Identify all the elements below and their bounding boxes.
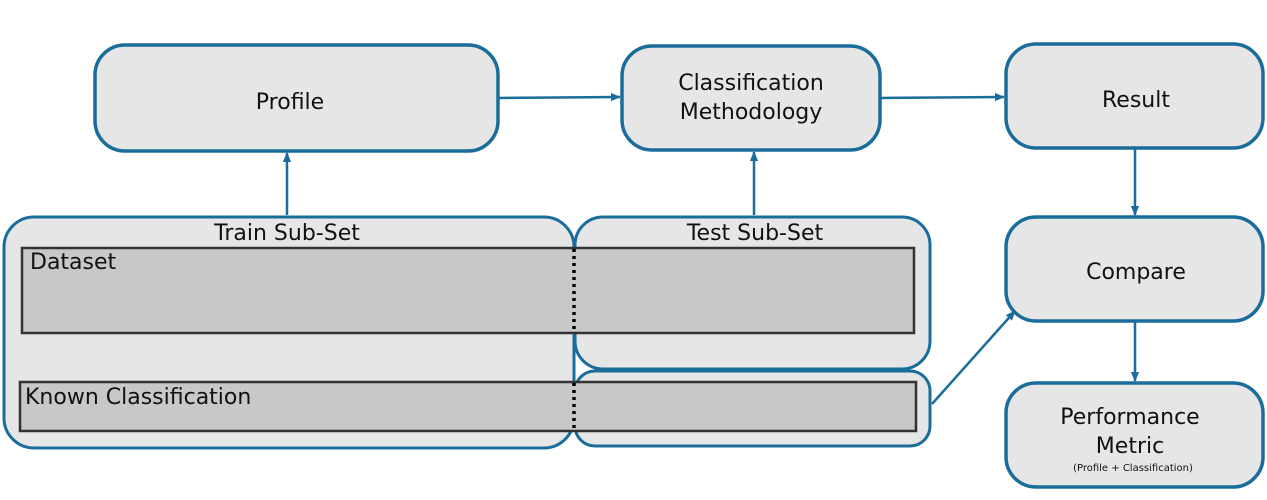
performance-metric-label-line2: Metric xyxy=(1096,434,1164,459)
dataset-row xyxy=(20,246,916,335)
result-label: Result xyxy=(1102,88,1170,113)
classification-methodology-label-line1: Classification xyxy=(678,71,824,96)
test-subset-label: Test Sub-Set xyxy=(686,221,824,246)
train-subset-label: Train Sub-Set xyxy=(213,221,360,246)
dataset-label: Dataset xyxy=(30,250,117,275)
known-classification-label: Known Classification xyxy=(25,385,251,410)
result-box xyxy=(1004,42,1265,150)
classification-methodology-box xyxy=(620,44,882,152)
arrow-profile-to-classification xyxy=(497,92,621,102)
performance-metric-box xyxy=(1004,381,1265,489)
performance-metric-label-line1: Performance xyxy=(1060,405,1199,430)
arrow-classification-to-result xyxy=(879,92,1005,102)
performance-metric-note: (Profile + Classification) xyxy=(1073,463,1193,474)
known-classification-row xyxy=(18,380,918,433)
profile-label: Profile xyxy=(256,90,324,115)
arrow-classification-to-compare xyxy=(931,310,1016,405)
compare-box xyxy=(1004,215,1265,323)
classification-methodology-label-line2: Methodology xyxy=(680,100,823,125)
compare-label: Compare xyxy=(1086,260,1186,285)
